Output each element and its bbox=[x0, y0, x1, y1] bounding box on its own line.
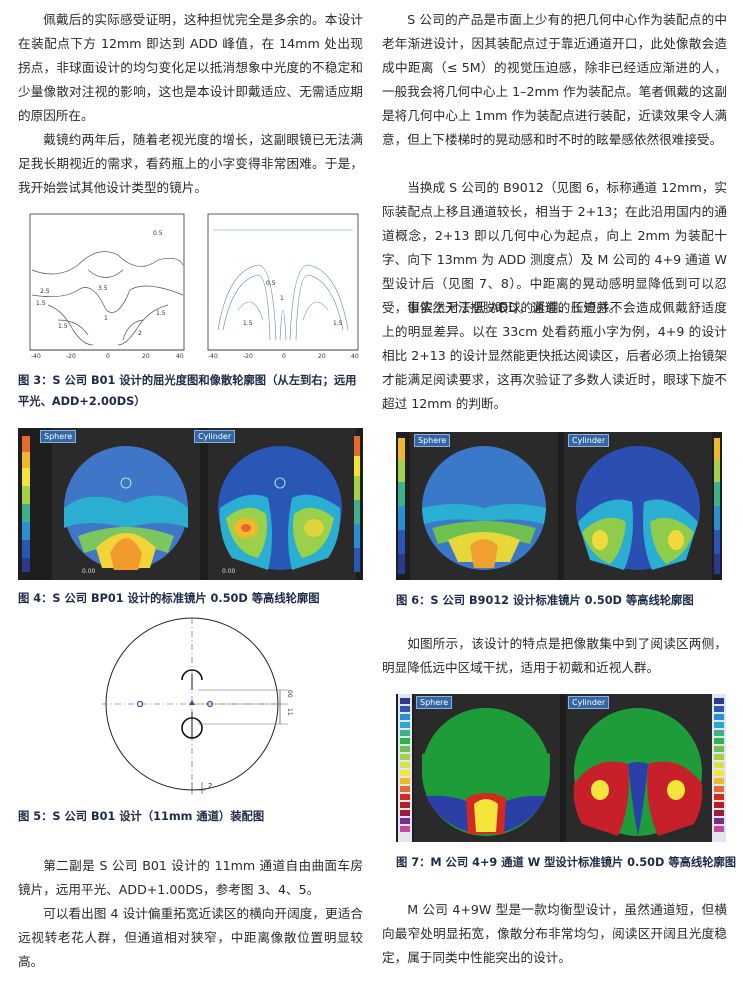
svg-text:1: 1 bbox=[280, 295, 284, 302]
svg-text:1.5: 1.5 bbox=[58, 323, 68, 330]
right-paragraph-2: 当换成 S 公司的 B9012（见图 6，标称通道 12mm，实际装配点上移且通… bbox=[382, 180, 727, 315]
fig4-cylinder-label: Cylinder bbox=[194, 430, 236, 443]
left-paragraph-2: 戴镜约两年后，随着老视光度的增长，这副眼镜已无法满足我长期视近的需求，看药瓶上的… bbox=[18, 132, 363, 195]
right-paragraph-5: M 公司 4+9W 型是一款均衡型设计，虽然通道短，但横向最窄处明显拓宽，像散分… bbox=[382, 902, 727, 965]
fig5-dim-bottom: 2 bbox=[208, 782, 213, 790]
svg-text:1.5: 1.5 bbox=[36, 300, 46, 307]
svg-text:-40: -40 bbox=[208, 353, 218, 360]
svg-text:0.5: 0.5 bbox=[153, 230, 163, 237]
figure-7-caption: 图 7：M 公司 4+9 通道 W 型设计标准镜片 0.50D 等高线轮廓图 bbox=[396, 856, 737, 869]
figure-4-maps bbox=[22, 428, 360, 580]
fig4-cylinder-value: 0.00 bbox=[222, 568, 236, 575]
figure-7-maps bbox=[398, 694, 726, 842]
left-paragraph-3: 第二副是 S 公司 B01 设计的 11mm 通道自由曲面车房镜片，远用平光、A… bbox=[18, 858, 363, 897]
figure-3-caption: 图 3：S 公司 B01 设计的屈光度图和像散轮廓图（从左到右；远用平光、ADD… bbox=[18, 374, 357, 408]
svg-text:1: 1 bbox=[104, 315, 108, 322]
figure-3-plots: -40 -20 0 20 40 0.5 2.5 1.5 3.5 1.5 1 2 … bbox=[29, 213, 359, 360]
figure-6-caption: 图 6：S 公司 B9012 设计标准镜片 0.50D 等高线轮廓图 bbox=[396, 594, 694, 607]
fig4-sphere-value: 0.00 bbox=[82, 568, 96, 575]
svg-text:2.5: 2.5 bbox=[40, 288, 50, 295]
svg-text:1.5: 1.5 bbox=[243, 320, 253, 327]
figure-5-fitting-chart bbox=[102, 617, 288, 794]
fig6-sphere-label: Sphere bbox=[414, 434, 451, 447]
svg-text:0.5: 0.5 bbox=[266, 280, 276, 287]
svg-text:0: 0 bbox=[282, 353, 286, 360]
fig7-cylinder-label: Cylinder bbox=[568, 696, 610, 709]
svg-text:0: 0 bbox=[106, 353, 110, 360]
fig7-sphere-label: Sphere bbox=[416, 696, 453, 709]
right-paragraph-1: S 公司的产品是市面上少有的把几何中心作为装配点的中老年渐进设计，因其装配点过于… bbox=[382, 12, 727, 147]
figure-5-caption: 图 5：S 公司 B01 设计（11mm 通道）装配图 bbox=[18, 810, 265, 823]
svg-text:1.5: 1.5 bbox=[333, 320, 343, 327]
svg-text:-20: -20 bbox=[243, 353, 253, 360]
svg-text:40: 40 bbox=[351, 353, 359, 360]
svg-text:-20: -20 bbox=[66, 353, 76, 360]
figure-6: Sphere Cylinder bbox=[396, 432, 722, 580]
svg-text:20: 20 bbox=[318, 353, 326, 360]
right-paragraph-3: 事实上对于低 ADD，通道的长短并不会造成佩戴舒适度上的明显差异。以在 33cm… bbox=[382, 300, 727, 411]
figure-4: Sphere Cylinder 0.00 0.00 bbox=[18, 428, 363, 580]
svg-text:40: 40 bbox=[176, 353, 184, 360]
right-paragraph-4: 如图所示，该设计的特点是把像散集中到了阅读区两侧，明显降低远中区域干扰，适用于初… bbox=[382, 636, 727, 675]
left-paragraph-1: 佩戴后的实际感受证明，这种担忧完全是多余的。本设计在装配点下方 12mm 即达到… bbox=[18, 12, 363, 123]
fig5-dim-right: 11 bbox=[286, 708, 293, 716]
svg-text:-40: -40 bbox=[31, 353, 41, 360]
figure-4-caption: 图 4：S 公司 BP01 设计的标准镜片 0.50D 等高线轮廓图 bbox=[18, 592, 320, 605]
svg-text:1.5: 1.5 bbox=[156, 310, 166, 317]
svg-text:20: 20 bbox=[142, 353, 150, 360]
fig4-sphere-label: Sphere bbox=[40, 430, 77, 443]
figure-3: -40 -20 0 20 40 0.5 2.5 1.5 3.5 1.5 1 2 … bbox=[18, 210, 363, 360]
fig6-cylinder-label: Cylinder bbox=[568, 434, 610, 447]
svg-text:3.5: 3.5 bbox=[98, 285, 108, 292]
figure-5: 00 11 2 bbox=[18, 612, 363, 802]
figure-7: Sphere Cylinder bbox=[396, 694, 726, 842]
svg-text:2: 2 bbox=[138, 330, 142, 337]
figure-6-maps bbox=[398, 432, 720, 580]
fig5-dim-top: 00 bbox=[286, 690, 293, 698]
left-paragraph-4: 可以看出图 4 设计偏重拓宽近读区的横向开阔度，更适合远视转老花人群，但通道相对… bbox=[18, 906, 363, 969]
